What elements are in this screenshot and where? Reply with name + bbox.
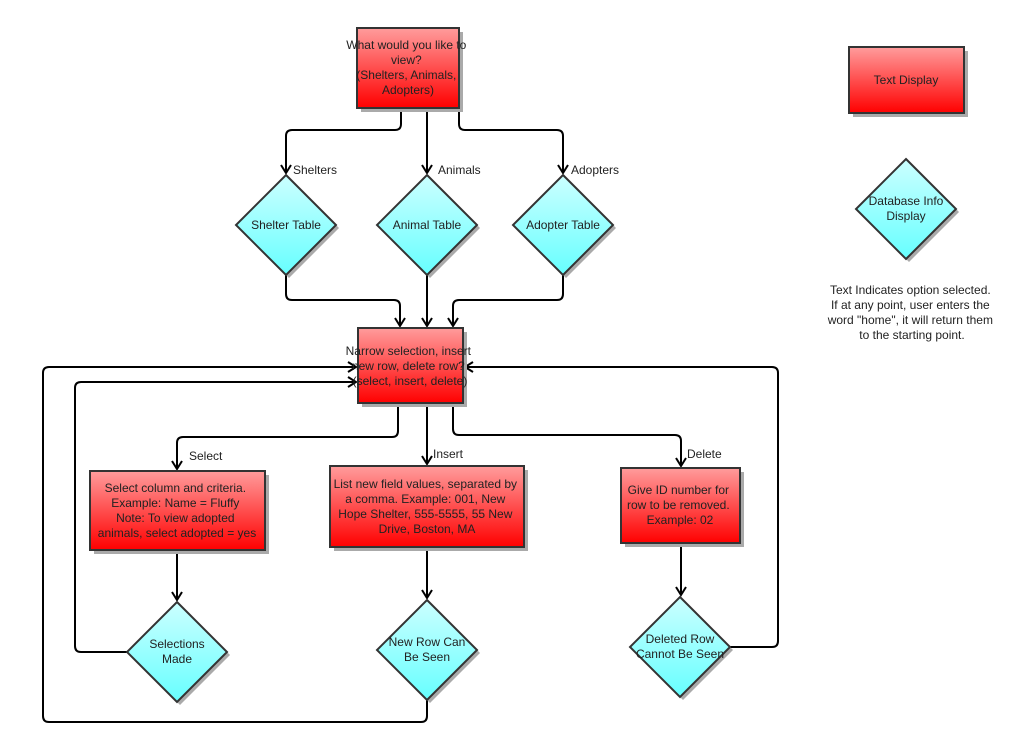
node-start: What would you like to view? (Shelters, …	[346, 27, 469, 112]
edge-label-shelters: Shelters	[293, 163, 337, 177]
edge-start-adopters	[458, 108, 569, 175]
edge-shelter-action	[285, 274, 406, 328]
svg-text:Give ID number for row t: Give ID number for row to be removed. Ex…	[627, 483, 733, 527]
node-shelter-table: Shelter Table	[234, 173, 339, 278]
svg-text:Select column and criteria.: Select column and criteria. Example: Nam…	[98, 481, 256, 540]
svg-text:Adopter Table: Adopter Table	[526, 218, 600, 232]
node-animal-table: Animal Table	[375, 173, 480, 278]
node-select: Select column and criteria. Example: Nam…	[89, 470, 269, 554]
edge-label-adopters: Adopters	[571, 163, 619, 177]
node-insert: List new field values, separated by a co…	[329, 465, 528, 551]
legend-text-display: Text Display	[848, 46, 968, 117]
node-adopter-table: Adopter Table	[511, 173, 616, 278]
edge-adopter-action	[447, 274, 564, 328]
connectors	[42, 108, 779, 723]
svg-text:Narrow selection, insert: Narrow selection, insert new row, delete…	[346, 344, 475, 388]
node-action: Narrow selection, insert new row, delete…	[346, 327, 475, 407]
svg-text:Shelter Table: Shelter Table	[251, 218, 321, 232]
edge-label-select: Select	[189, 449, 223, 463]
edge-label-delete: Delete	[687, 447, 722, 461]
edge-deleted-loop	[463, 361, 779, 648]
edge-action-delete	[452, 403, 687, 468]
node-delete: Give ID number for row to be removed. Ex…	[620, 467, 744, 547]
edge-label-animals: Animals	[438, 163, 481, 177]
svg-text:Text Display: Text Display	[874, 73, 939, 87]
svg-text:List new field values, separat: List new field values, separated by a co…	[334, 477, 521, 536]
edge-start-shelters	[280, 108, 402, 175]
legend-note: Text Indicates option selected. If at an…	[827, 283, 997, 342]
svg-text:What would you like to v: What would you like to view? (Shelters, …	[346, 38, 469, 97]
edge-label-insert: Insert	[433, 447, 464, 461]
edge-made-loop	[74, 376, 358, 653]
edge-newrow-loop	[42, 361, 428, 723]
svg-text:Animal Table: Animal Table	[393, 218, 462, 232]
edge-action-select	[171, 403, 399, 471]
